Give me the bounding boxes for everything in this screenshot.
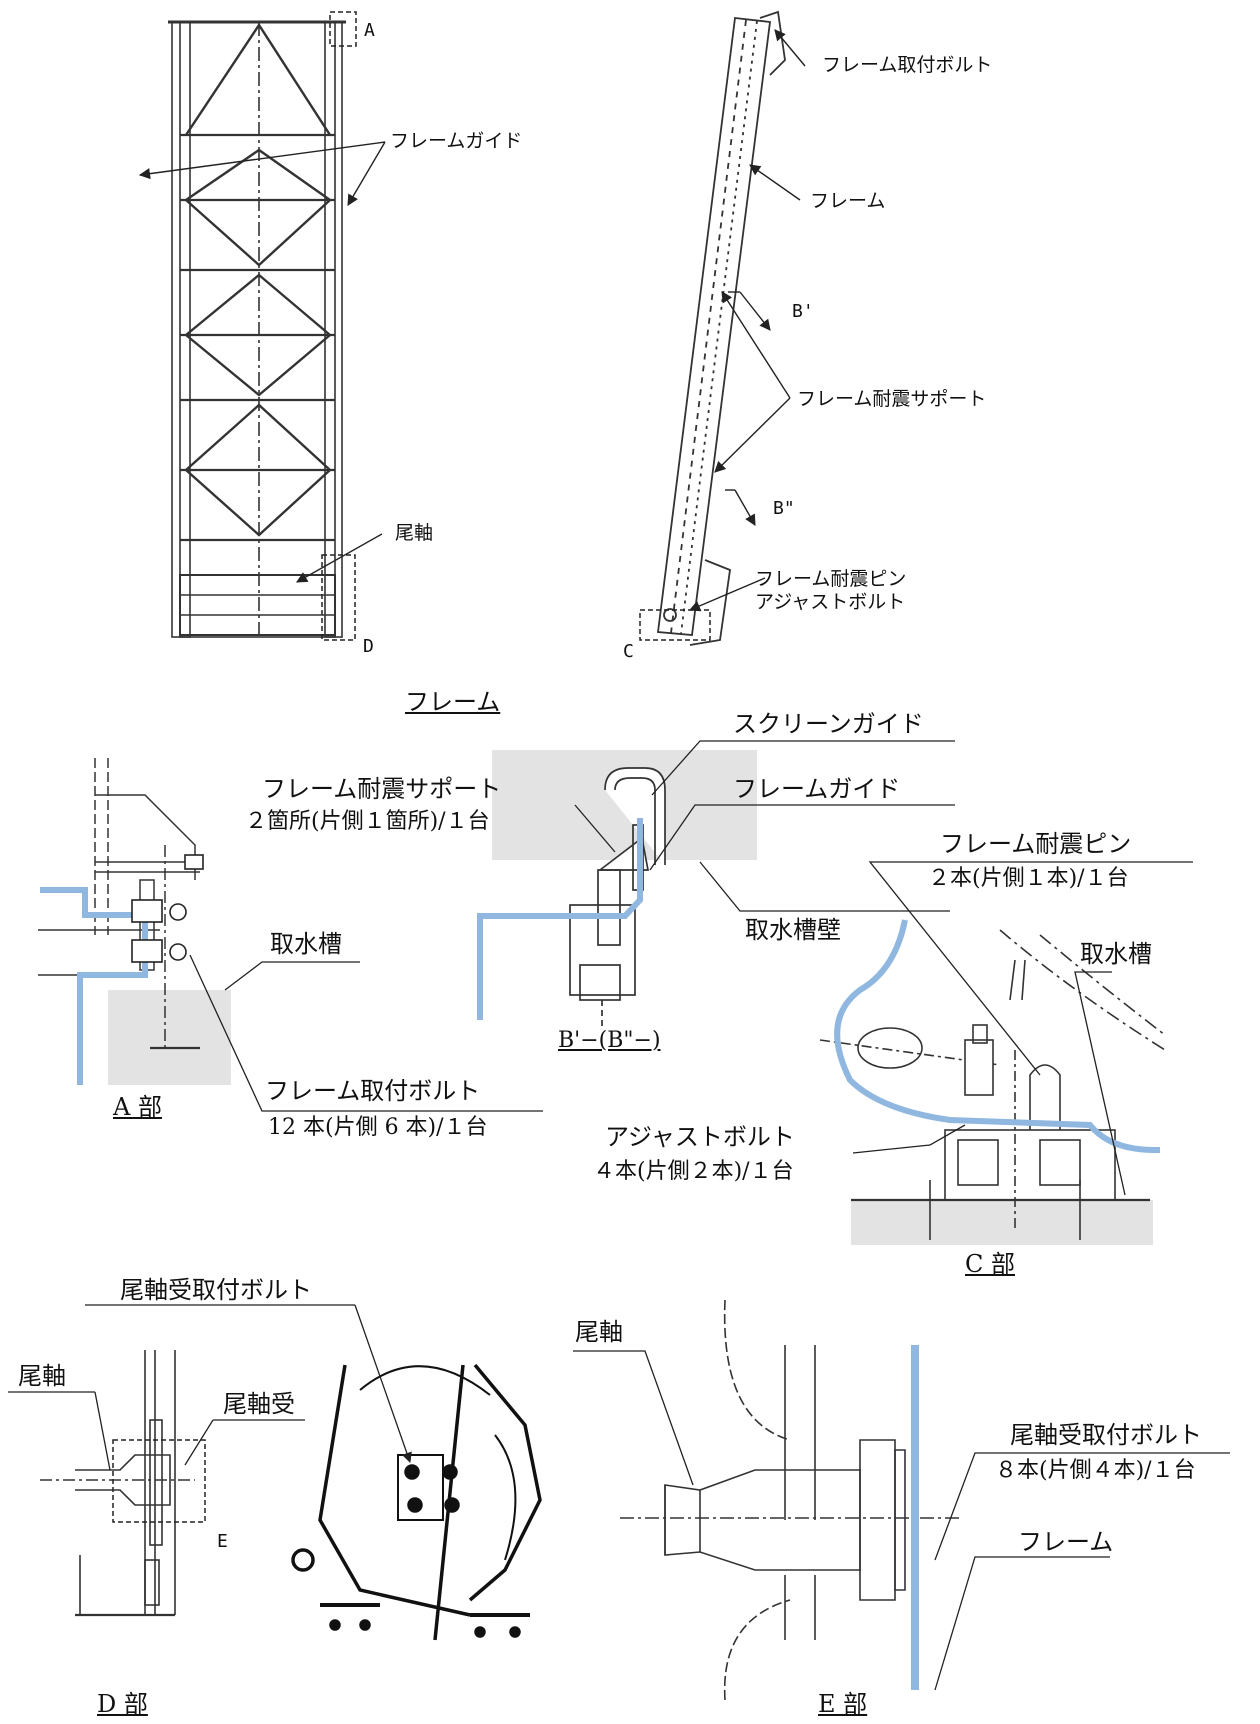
detail-E-frame-label: フレーム (1018, 1528, 1114, 1556)
detail-E-tail-shaft-bolt-label: 尾軸受取付ボルト (1010, 1421, 1202, 1449)
callout-E-label: E (217, 1531, 228, 1552)
frame-front-leaders (138, 141, 386, 583)
callout-box-E (112, 1439, 206, 1523)
detail-A-leaders (189, 954, 543, 1112)
callout-B2-label: B" (773, 498, 795, 519)
frame-side-view (656, 10, 786, 646)
detail-B-screen-guide-label: スクリーンガイド (733, 710, 924, 738)
frame-seismic-pin-label: フレーム耐震ピン (755, 568, 907, 590)
detail-D-leaders (8, 1304, 412, 1471)
frame-mount-bolt-label: フレーム取付ボルト (822, 54, 993, 76)
detail-B-seismic-support-qty: ２箇所(片側１箇所)/１台 (245, 809, 490, 834)
detail-C-adjust-bolt-qty: ４本(片側２本)/１台 (593, 1159, 794, 1184)
detail-A-title: A 部 (113, 1093, 162, 1121)
callout-C-label: C (623, 641, 634, 662)
detail-A-drawing (38, 758, 200, 1050)
detail-B-tank-wall-label: 取水槽壁 (745, 916, 841, 944)
detail-C-water-tank-label: 取水槽 (1080, 940, 1152, 968)
frame-seismic-support-label: フレーム耐震サポート (797, 388, 987, 410)
detail-A-bolts (131, 854, 204, 963)
detail-D-title: D 部 (97, 1690, 148, 1718)
detail-C-concrete (851, 1200, 1153, 1245)
detail-C-leaders (852, 861, 1193, 1196)
frame-front-view (168, 20, 346, 640)
detail-D-tail-shaft-bolt-label: 尾軸受取付ボルト (120, 1276, 312, 1304)
frame-side-leaders (688, 29, 806, 612)
callout-box-C (639, 609, 711, 641)
detail-A-water-tank-label: 取水槽 (270, 930, 342, 958)
detail-C-adjust-bolt-label: アジャストボルト (605, 1123, 795, 1151)
callout-D-label: D (363, 636, 374, 657)
detail-B-frame-guide-label: フレームガイド (733, 775, 901, 803)
detail-D-sketch (291, 1363, 542, 1641)
frame-guide-label: フレームガイド (390, 130, 523, 152)
detail-E-drawing (620, 1299, 960, 1701)
detail-C-drawing (819, 929, 1166, 1240)
frame-section-title: フレーム (405, 688, 501, 716)
detail-D-drawing (40, 1350, 195, 1617)
frame-label: フレーム (810, 190, 886, 212)
detail-B-seismic-support-label: フレーム耐震サポート (262, 775, 502, 803)
adjust-bolt-label: アジャストボルト (755, 591, 906, 613)
detail-C-title: C 部 (965, 1250, 1015, 1278)
callout-box-A (329, 11, 357, 47)
detail-E-tail-shaft-label: 尾軸 (575, 1318, 623, 1346)
detail-E-leaders (573, 1350, 1230, 1691)
detail-C-seismic-pin-qty: ２本(片側１本)/１台 (928, 866, 1129, 891)
callout-A-label: A (364, 20, 375, 41)
detail-A-mount-bolt-qty: 12 本(片側 6 本)/１台 (268, 1115, 488, 1140)
detail-E-title: E 部 (818, 1690, 868, 1718)
detail-E-tail-shaft-bolt-qty: ８本(片側４本)/１台 (995, 1458, 1196, 1483)
callout-B1-label: B' (792, 301, 814, 322)
callout-box-D (321, 554, 356, 641)
detail-B-title: B'−(B"−) (558, 1028, 661, 1053)
detail-C-blue-outline (834, 919, 1160, 1153)
detail-C-seismic-pin-label: フレーム耐震ピン (940, 830, 1132, 858)
detail-D-bearing-label: 尾軸受 (223, 1390, 295, 1418)
detail-A-concrete (108, 990, 231, 1085)
detail-B-leaders (574, 740, 955, 912)
detail-A-mount-bolt-label: フレーム取付ボルト (265, 1077, 481, 1105)
tail-shaft-label: 尾軸 (395, 522, 434, 544)
detail-D-tail-shaft-label: 尾軸 (18, 1362, 66, 1390)
detail-B-blue-outline (477, 818, 643, 1020)
